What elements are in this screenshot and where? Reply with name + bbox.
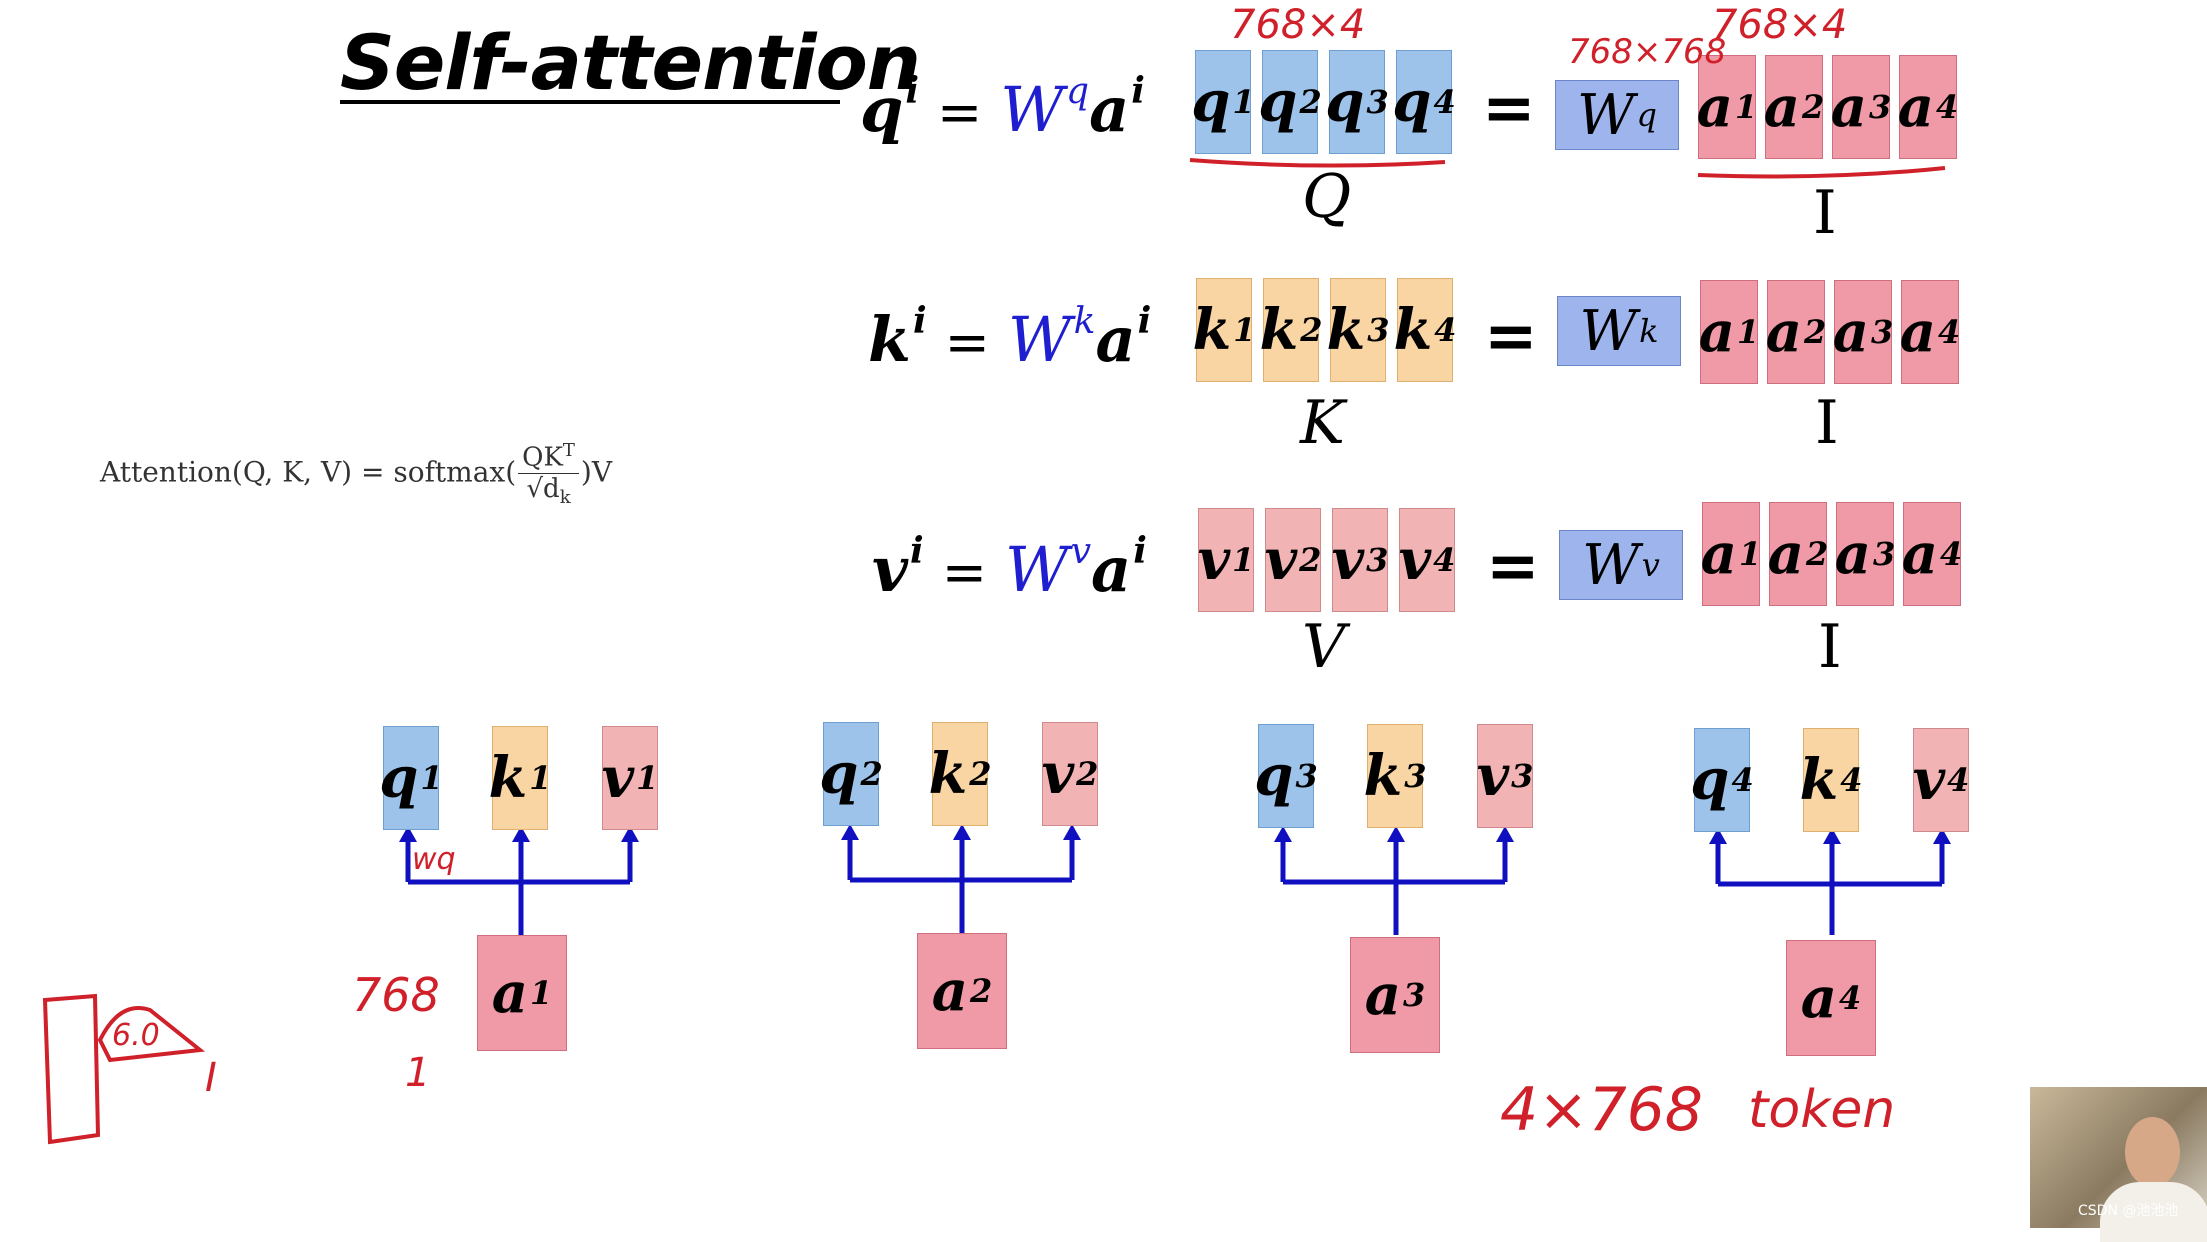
q-dims-note: 768×4 bbox=[1230, 2, 1366, 48]
q-underline bbox=[1189, 158, 1446, 168]
w-dims-note: 768×768 bbox=[1568, 32, 1727, 72]
presenter-face bbox=[2125, 1117, 2180, 1187]
attention-formula: Attention(Q, K, V) = softmax(QKT√dk)V bbox=[100, 440, 612, 508]
connector-4 bbox=[1715, 842, 1945, 935]
a1-dim-note: 768 bbox=[352, 968, 440, 1022]
left-i-note: I bbox=[205, 1055, 217, 1101]
eq-q: qi=Wqai bbox=[860, 70, 1145, 146]
eq-k: ki=Wkai bbox=[868, 300, 1152, 376]
connector-2 bbox=[847, 838, 1075, 933]
connector-group bbox=[405, 838, 1945, 935]
bottom-dims-note: 4×768 bbox=[1500, 1075, 1703, 1145]
matrix-label-q: Q bbox=[1302, 162, 1352, 232]
attention-fraction: QKT√dk bbox=[518, 440, 579, 508]
connector-1 bbox=[405, 840, 633, 935]
matrix-label-v: V bbox=[1302, 612, 1346, 682]
attention-denominator: √dk bbox=[526, 473, 571, 508]
wq-note: wq bbox=[412, 842, 456, 877]
attention-prefix: Attention(Q, K, V) = softmax( bbox=[100, 455, 517, 489]
input-label-v: I bbox=[1818, 612, 1842, 682]
a-underline bbox=[1697, 166, 1946, 179]
a1-dim2-note: 1 bbox=[405, 1050, 431, 1096]
equals-sign-v: = bbox=[1486, 530, 1540, 604]
input-label-k: I bbox=[1815, 388, 1839, 458]
left-sketch bbox=[42, 993, 206, 1145]
matrix-label-k: K bbox=[1300, 388, 1345, 458]
connector-3 bbox=[1280, 840, 1508, 935]
equals-sign-q: = bbox=[1482, 72, 1536, 146]
title-underline bbox=[340, 100, 840, 104]
equals-sign-k: = bbox=[1484, 300, 1538, 374]
page-title: Self-attention bbox=[340, 18, 921, 107]
bottom-note: token bbox=[1748, 1080, 1896, 1140]
input-label-q: I bbox=[1813, 178, 1837, 248]
attention-numerator: QKT bbox=[518, 440, 579, 474]
a-dims-note: 768×4 bbox=[1712, 2, 1848, 48]
arrowheads bbox=[399, 824, 1951, 844]
attention-suffix: )V bbox=[580, 455, 613, 489]
eq-v: vi=Wvai bbox=[872, 530, 1147, 606]
left-num-note: 6.0 bbox=[112, 1018, 160, 1053]
watermark-credit: CSDN @池池池 bbox=[2078, 1203, 2179, 1219]
